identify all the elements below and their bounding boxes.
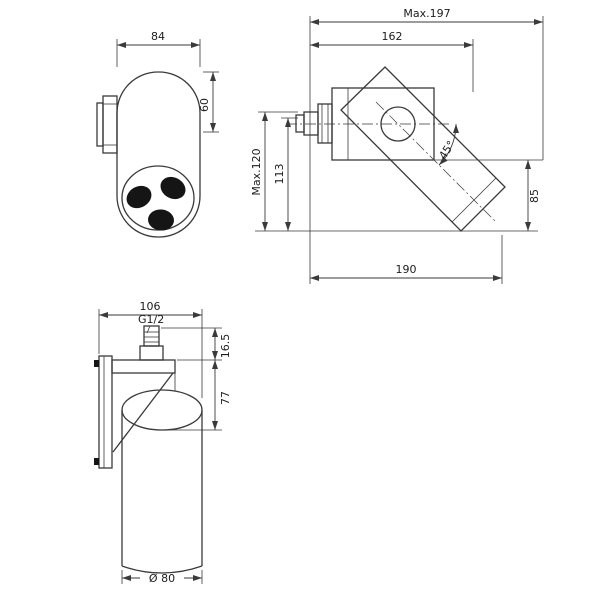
thread-nut bbox=[139, 345, 164, 361]
bracket-plate bbox=[96, 102, 104, 147]
dim-drop: 85 bbox=[525, 160, 541, 231]
front-width-dim-label: 84 bbox=[151, 30, 165, 43]
thread-leader-line bbox=[146, 325, 151, 334]
max-width-dim-label: Max.197 bbox=[403, 7, 450, 20]
drop-dim-label: 85 bbox=[528, 189, 541, 203]
thread-connector: G1/2 bbox=[138, 313, 164, 361]
dim-body-length: 162 bbox=[310, 30, 474, 92]
dim-max-width: Max.197 bbox=[310, 7, 544, 160]
cylinder-body bbox=[121, 389, 203, 574]
dim-angle: 45° bbox=[436, 123, 459, 166]
dim-body-top: 77 bbox=[164, 360, 232, 431]
depth-dim-label: 190 bbox=[396, 263, 417, 276]
wall-mount bbox=[94, 355, 176, 469]
thread-height-dim-label: 16.5 bbox=[219, 334, 232, 359]
front-height-dim-label: 60 bbox=[198, 98, 211, 112]
nozzle-bottom bbox=[148, 209, 174, 231]
mount-screw bbox=[94, 360, 99, 367]
dim-front-height: 60 bbox=[198, 71, 219, 133]
angle-dim-label: 45° bbox=[436, 138, 458, 161]
dim-depth: 190 bbox=[310, 235, 503, 284]
cylinder-bottom bbox=[121, 565, 203, 574]
body-length-dim-label: 162 bbox=[382, 30, 403, 43]
body-top-dim-label: 77 bbox=[219, 391, 232, 405]
cylinder-top-rim bbox=[121, 389, 203, 431]
inlet-connector bbox=[295, 103, 333, 144]
max-height-dim-label: Max.120 bbox=[250, 148, 263, 195]
dim-front-width: 84 bbox=[116, 30, 201, 67]
bottom-view: G1/2 106 16.5 77 Ø 80 bbox=[94, 300, 232, 585]
inlet-neck bbox=[303, 111, 319, 136]
height-dim-label: 113 bbox=[273, 164, 286, 185]
dim-bracket-width: 106 bbox=[98, 300, 203, 398]
front-body-outline bbox=[116, 71, 201, 238]
bracket-arm bbox=[111, 359, 176, 374]
angle-arc bbox=[438, 123, 459, 166]
inlet-nut bbox=[317, 103, 333, 144]
inlet-tip bbox=[295, 114, 305, 133]
bracket-block bbox=[102, 95, 118, 154]
wall-plate bbox=[98, 355, 113, 469]
dim-diameter: Ø 80 bbox=[121, 570, 203, 585]
dim-max-height: Max.120 bbox=[250, 111, 298, 231]
dim-height: 113 bbox=[273, 117, 298, 231]
dim-thread-height: 16.5 bbox=[161, 327, 232, 361]
side-view: 45° Max.197 162 Max.120 113 85 bbox=[250, 7, 544, 284]
mount-screw bbox=[94, 458, 99, 465]
bracket-gusset bbox=[112, 372, 174, 453]
angled-centerline bbox=[375, 101, 497, 223]
front-view: 84 60 bbox=[96, 30, 219, 238]
nozzle-left bbox=[126, 185, 152, 209]
diameter-dim-label: Ø 80 bbox=[149, 572, 175, 585]
bracket-width-dim-label: 106 bbox=[140, 300, 161, 313]
nozzle-top-right bbox=[160, 176, 186, 200]
front-wall-bracket bbox=[96, 95, 118, 154]
thread-stub bbox=[143, 325, 160, 347]
